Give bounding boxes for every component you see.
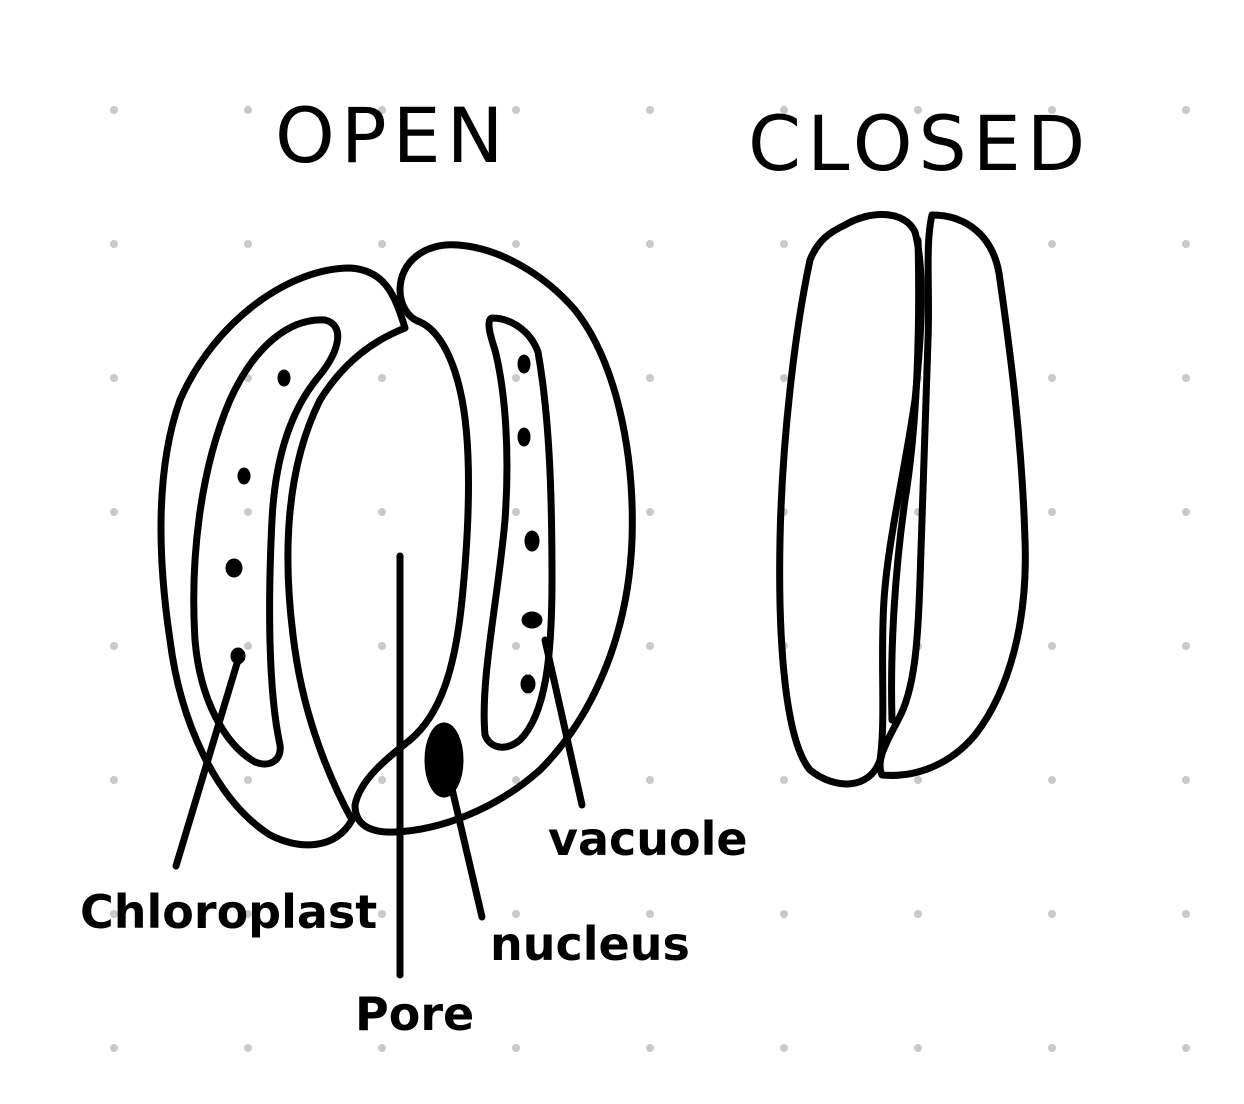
grid-dot <box>780 1044 788 1052</box>
grid-dot <box>1182 1044 1190 1052</box>
closed-left-guard-cell <box>776 211 925 788</box>
chloroplast-dot <box>517 354 531 374</box>
grid-dot <box>780 240 788 248</box>
grid-dot <box>244 240 252 248</box>
closed-stoma <box>776 211 1029 788</box>
closed-right-guard-cell <box>876 211 1029 779</box>
grid-dot <box>646 910 654 918</box>
chloroplast-dot <box>517 427 531 447</box>
grid-dot <box>1048 1044 1056 1052</box>
open-left-guard-cell <box>157 264 409 849</box>
grid-dot <box>1182 642 1190 650</box>
grid-dot <box>512 508 520 516</box>
grid-dot <box>110 106 118 114</box>
grid-dot <box>512 240 520 248</box>
grid-dot <box>1048 642 1056 650</box>
grid-dot <box>110 374 118 382</box>
grid-dot <box>512 374 520 382</box>
grid-dot <box>1182 240 1190 248</box>
grid-dot <box>244 642 252 650</box>
chloroplast-dot <box>277 369 291 387</box>
grid-dot <box>378 508 386 516</box>
chloroplast-dot <box>521 611 543 629</box>
open-left-vacuole <box>190 316 342 768</box>
grid-dot <box>378 1044 386 1052</box>
grid-dot <box>1182 106 1190 114</box>
grid-dot <box>1182 508 1190 516</box>
grid-dot <box>244 106 252 114</box>
grid-dot <box>110 776 118 784</box>
open-right-vacuole <box>480 314 556 751</box>
grid-dot <box>1182 910 1190 918</box>
chloroplast-dot <box>237 467 251 485</box>
grid-dot <box>914 910 922 918</box>
nucleus-blob <box>424 722 464 798</box>
grid-dot <box>378 642 386 650</box>
grid-dot <box>1182 374 1190 382</box>
grid-dot <box>378 910 386 918</box>
grid-dot <box>914 106 922 114</box>
label-chloroplast: Chloroplast <box>80 885 377 939</box>
grid-dot <box>646 642 654 650</box>
label-nucleus: nucleus <box>490 917 690 971</box>
grid-dot <box>378 374 386 382</box>
dot-grid-background <box>110 106 1190 1052</box>
grid-dot <box>512 642 520 650</box>
grid-dot <box>780 106 788 114</box>
grid-dot <box>914 776 922 784</box>
heading-open: OPEN <box>275 91 510 180</box>
heading-closed: CLOSED <box>748 99 1091 188</box>
grid-dot <box>110 910 118 918</box>
grid-dot <box>110 1044 118 1052</box>
open-stoma <box>157 241 636 849</box>
grid-dot <box>378 776 386 784</box>
grid-dot <box>378 240 386 248</box>
grid-dot <box>110 508 118 516</box>
label-vacuole: vacuole <box>548 812 748 866</box>
leader-line-chloroplast <box>172 656 242 870</box>
grid-dot <box>110 240 118 248</box>
chloroplast-dot <box>524 530 540 552</box>
grid-dot <box>378 106 386 114</box>
grid-dot <box>914 1044 922 1052</box>
grid-dot <box>244 508 252 516</box>
grid-dot <box>1048 910 1056 918</box>
chloroplast-dot <box>520 674 536 694</box>
grid-dot <box>512 910 520 918</box>
closed-pore-slit <box>888 236 923 724</box>
grid-dot <box>646 240 654 248</box>
grid-dot <box>512 106 520 114</box>
grid-dot <box>646 508 654 516</box>
grid-dot <box>1182 776 1190 784</box>
open-right-guard-cell <box>351 241 636 836</box>
chloroplast-dot <box>225 558 243 578</box>
grid-dot <box>244 776 252 784</box>
leader-line-nucleus <box>446 776 486 921</box>
grid-dot <box>646 374 654 382</box>
grid-dot <box>1048 240 1056 248</box>
grid-dot <box>110 642 118 650</box>
grid-dot <box>646 106 654 114</box>
grid-dot <box>1048 374 1056 382</box>
grid-dot <box>244 1044 252 1052</box>
grid-dot <box>512 1044 520 1052</box>
grid-dot <box>646 1044 654 1052</box>
grid-dot <box>512 776 520 784</box>
grid-dot <box>244 910 252 918</box>
grid-dot <box>1048 776 1056 784</box>
grid-dot <box>780 776 788 784</box>
grid-dot <box>646 776 654 784</box>
leader-line-vacuole <box>541 636 586 809</box>
grid-dot <box>780 374 788 382</box>
label-pore: Pore <box>355 987 474 1041</box>
grid-dot <box>1048 106 1056 114</box>
grid-dot <box>1048 508 1056 516</box>
grid-dot <box>780 910 788 918</box>
